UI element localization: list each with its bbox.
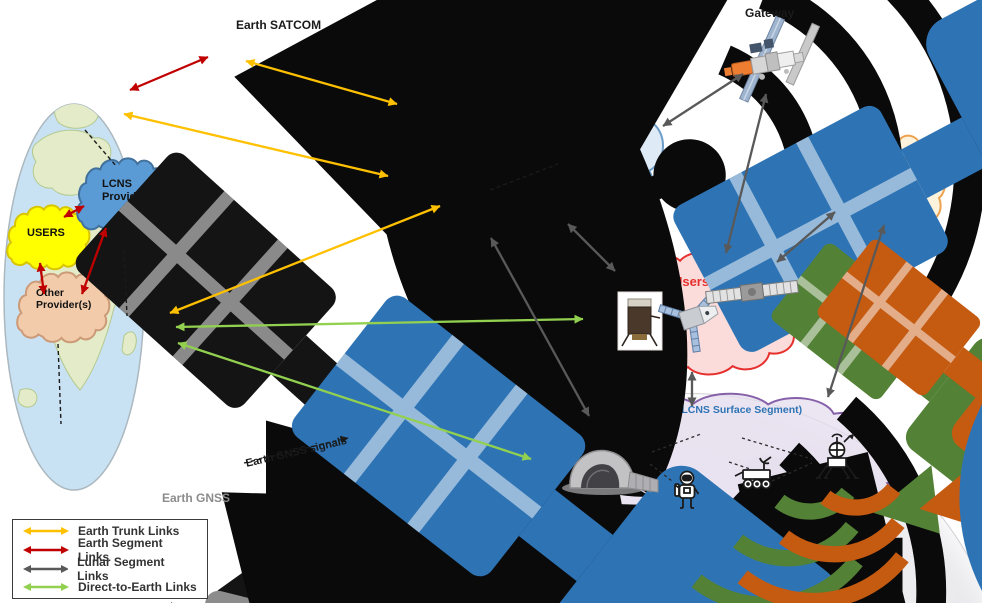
link-lunar-space-orbiter bbox=[567, 223, 616, 272]
legend-row-trunk: Earth Trunk Links bbox=[23, 524, 197, 539]
gateway-icon bbox=[723, 15, 821, 103]
dashed-otherprovider-groundbottom bbox=[57, 343, 62, 425]
legend-label-lunar-segment: Lunar Segment Links bbox=[77, 554, 165, 583]
surface-rover-icon bbox=[734, 456, 772, 490]
orbiter-orion-spacecraft-icon bbox=[657, 289, 719, 353]
surface-habitat-icon bbox=[562, 449, 659, 495]
legend-label-dte: Direct-to-Earth Links bbox=[78, 579, 197, 594]
users-cloud-label: USERS bbox=[27, 227, 65, 239]
dte-arrow-icon bbox=[23, 582, 69, 591]
dashed-provider-groundmid bbox=[123, 249, 128, 317]
gateway-label: Gateway bbox=[745, 6, 795, 20]
link-trunk-groundmid-space bbox=[169, 204, 441, 315]
link-red-users-provider bbox=[63, 204, 85, 219]
link-red-groundtop-satcom bbox=[129, 55, 209, 92]
link-red-users-otherprovider bbox=[36, 262, 48, 295]
dashed-groundtop-provider bbox=[84, 129, 118, 168]
legend-row-earth-segment: Earth Segment Links bbox=[23, 536, 197, 564]
surface-astronaut-icon bbox=[674, 470, 700, 509]
legend-label-earth-segment: Earth Segment Links bbox=[77, 535, 163, 564]
link-dte-ground-surface bbox=[177, 341, 532, 461]
link-lunar-otherproviders-surface bbox=[826, 224, 886, 398]
legend-box: Earth Trunk Links Earth Segment Links Lu… bbox=[12, 519, 208, 599]
legend-label-trunk: Earth Trunk Links bbox=[78, 524, 180, 539]
earth-satcom-label: Earth SATCOM bbox=[236, 18, 322, 32]
link-lunar-space-surface bbox=[489, 237, 591, 417]
surface-lander-icon bbox=[816, 433, 859, 479]
orbiter-lander-image bbox=[617, 291, 663, 351]
link-lunar-gateway-orbiter bbox=[723, 93, 769, 254]
link-lunar-orbiter-otherproviders bbox=[776, 211, 836, 263]
lcns-surface-segment-title: (LCNS Surface Segment) bbox=[677, 404, 803, 416]
lunar-segment-arrow-icon bbox=[23, 564, 69, 573]
orbiter-satellite-icon bbox=[705, 279, 799, 305]
link-lunar-space-gateway bbox=[662, 73, 744, 127]
legend-row-lunar-segment: Lunar Segment Links bbox=[23, 555, 197, 583]
dashed-intersatellite bbox=[489, 163, 559, 191]
surface-dashed-links bbox=[649, 433, 813, 482]
link-dte-ground-orbiter bbox=[175, 314, 584, 332]
trunk-arrow-icon bbox=[23, 527, 69, 536]
link-trunk-groundtop-space bbox=[123, 111, 389, 179]
earth-gnss-label: Earth GNSS bbox=[162, 491, 231, 505]
gnss-signals-arrow bbox=[243, 435, 349, 464]
link-red-provider-otherprovider bbox=[80, 227, 108, 295]
link-trunk-satcom-space bbox=[245, 59, 398, 106]
earth-segment-arrow-icon bbox=[23, 545, 69, 554]
legend-row-dte: Direct-to-Earth Links bbox=[23, 580, 197, 595]
